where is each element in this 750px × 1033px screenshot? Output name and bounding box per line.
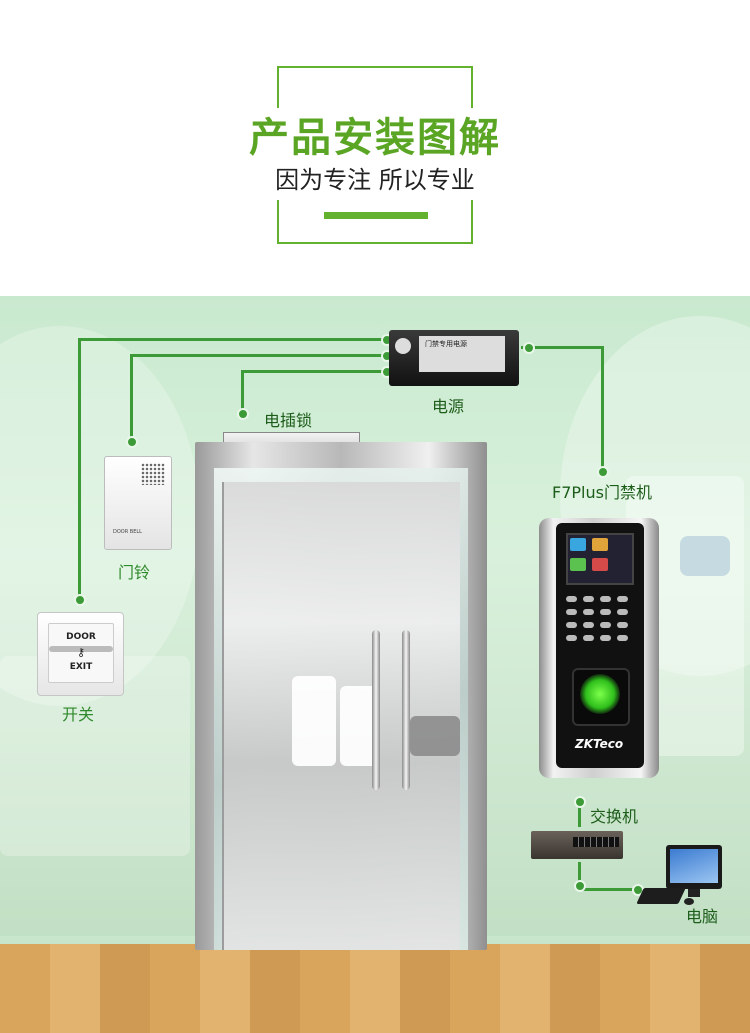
computer-monitor: [666, 845, 722, 889]
page-subtitle: 因为专注 所以专业: [275, 166, 475, 194]
device-brand: ZKTeco: [575, 737, 624, 751]
title-underline: [324, 212, 428, 219]
label-doorbell: 门铃: [118, 563, 151, 582]
psu-logo-icon: [395, 338, 411, 354]
counter: [410, 716, 460, 756]
doorbell-text: DOOR BELL: [113, 529, 142, 535]
dot-device-bottom: [574, 796, 586, 808]
door-handle-right: [402, 630, 410, 790]
doorbell-speaker-icon: [141, 463, 165, 485]
wire-exit-top: [78, 338, 388, 341]
psu-plate: 门禁专用电源: [419, 336, 505, 372]
wire-lock-top: [241, 370, 388, 373]
psu-plate-text: 门禁专用电源: [425, 340, 467, 348]
exit-switch-exit-text: EXIT: [69, 662, 93, 672]
wood-floor: [0, 944, 750, 1033]
wire-switch-up: [578, 801, 581, 827]
wire-lock-vertical: [241, 370, 244, 414]
wire-bell-top: [130, 354, 388, 357]
exit-switch-door-text: DOOR: [66, 632, 96, 642]
device-keypad: [566, 596, 630, 656]
monitor-stand: [688, 889, 700, 897]
dot-switch-bottom: [574, 880, 586, 892]
mouse-icon: [684, 898, 694, 905]
exit-switch: DOOR ⚷ EXIT: [37, 612, 124, 696]
power-supply: 门禁专用电源: [389, 330, 519, 386]
label-electric-lock: 电插锁: [264, 411, 313, 430]
dot-exit: [74, 594, 86, 606]
chair: [292, 676, 336, 766]
keyboard: [636, 888, 686, 904]
door-edge: [222, 482, 224, 950]
label-network-switch: 交换机: [590, 807, 639, 826]
title-frame: [275, 66, 475, 244]
wire-switch-down: [578, 862, 581, 890]
label-power-supply: 电源: [432, 397, 465, 416]
fingerprint-icon: [580, 674, 620, 714]
door-handle-left: [372, 630, 380, 790]
doorbell: DOOR BELL: [104, 456, 172, 550]
dot-psu-right: [523, 342, 535, 354]
exit-switch-plate: DOOR ⚷ EXIT: [48, 623, 114, 683]
label-access-device: F7Plus门禁机: [552, 483, 652, 502]
dot-bell: [126, 436, 138, 448]
header-section: 产品安装图解 因为专注 所以专业: [0, 0, 750, 296]
tablet-display: [680, 536, 730, 576]
label-exit-switch: 开关: [62, 705, 95, 724]
switch-ports: [573, 837, 619, 847]
dot-device: [597, 466, 609, 478]
app-icon: [592, 558, 608, 571]
key-icon: ⚷: [49, 646, 113, 659]
wire-bell-vertical: [130, 354, 133, 440]
page-title: 产品安装图解: [249, 115, 501, 161]
app-icon: [592, 538, 608, 551]
wire-exit-vertical: [78, 338, 81, 598]
wire-pc: [578, 888, 636, 891]
dot-lock: [237, 408, 249, 420]
app-icon: [570, 538, 586, 551]
label-computer: 电脑: [686, 907, 719, 926]
monitor-screen: [670, 849, 718, 883]
wire-device-vertical: [601, 346, 604, 472]
install-scene: 门禁专用电源 电源 电插锁 DOOR BELL 门铃 DOOR ⚷ EXIT 开…: [0, 296, 750, 1033]
wire-device-top: [521, 346, 603, 349]
app-icon: [570, 558, 586, 571]
